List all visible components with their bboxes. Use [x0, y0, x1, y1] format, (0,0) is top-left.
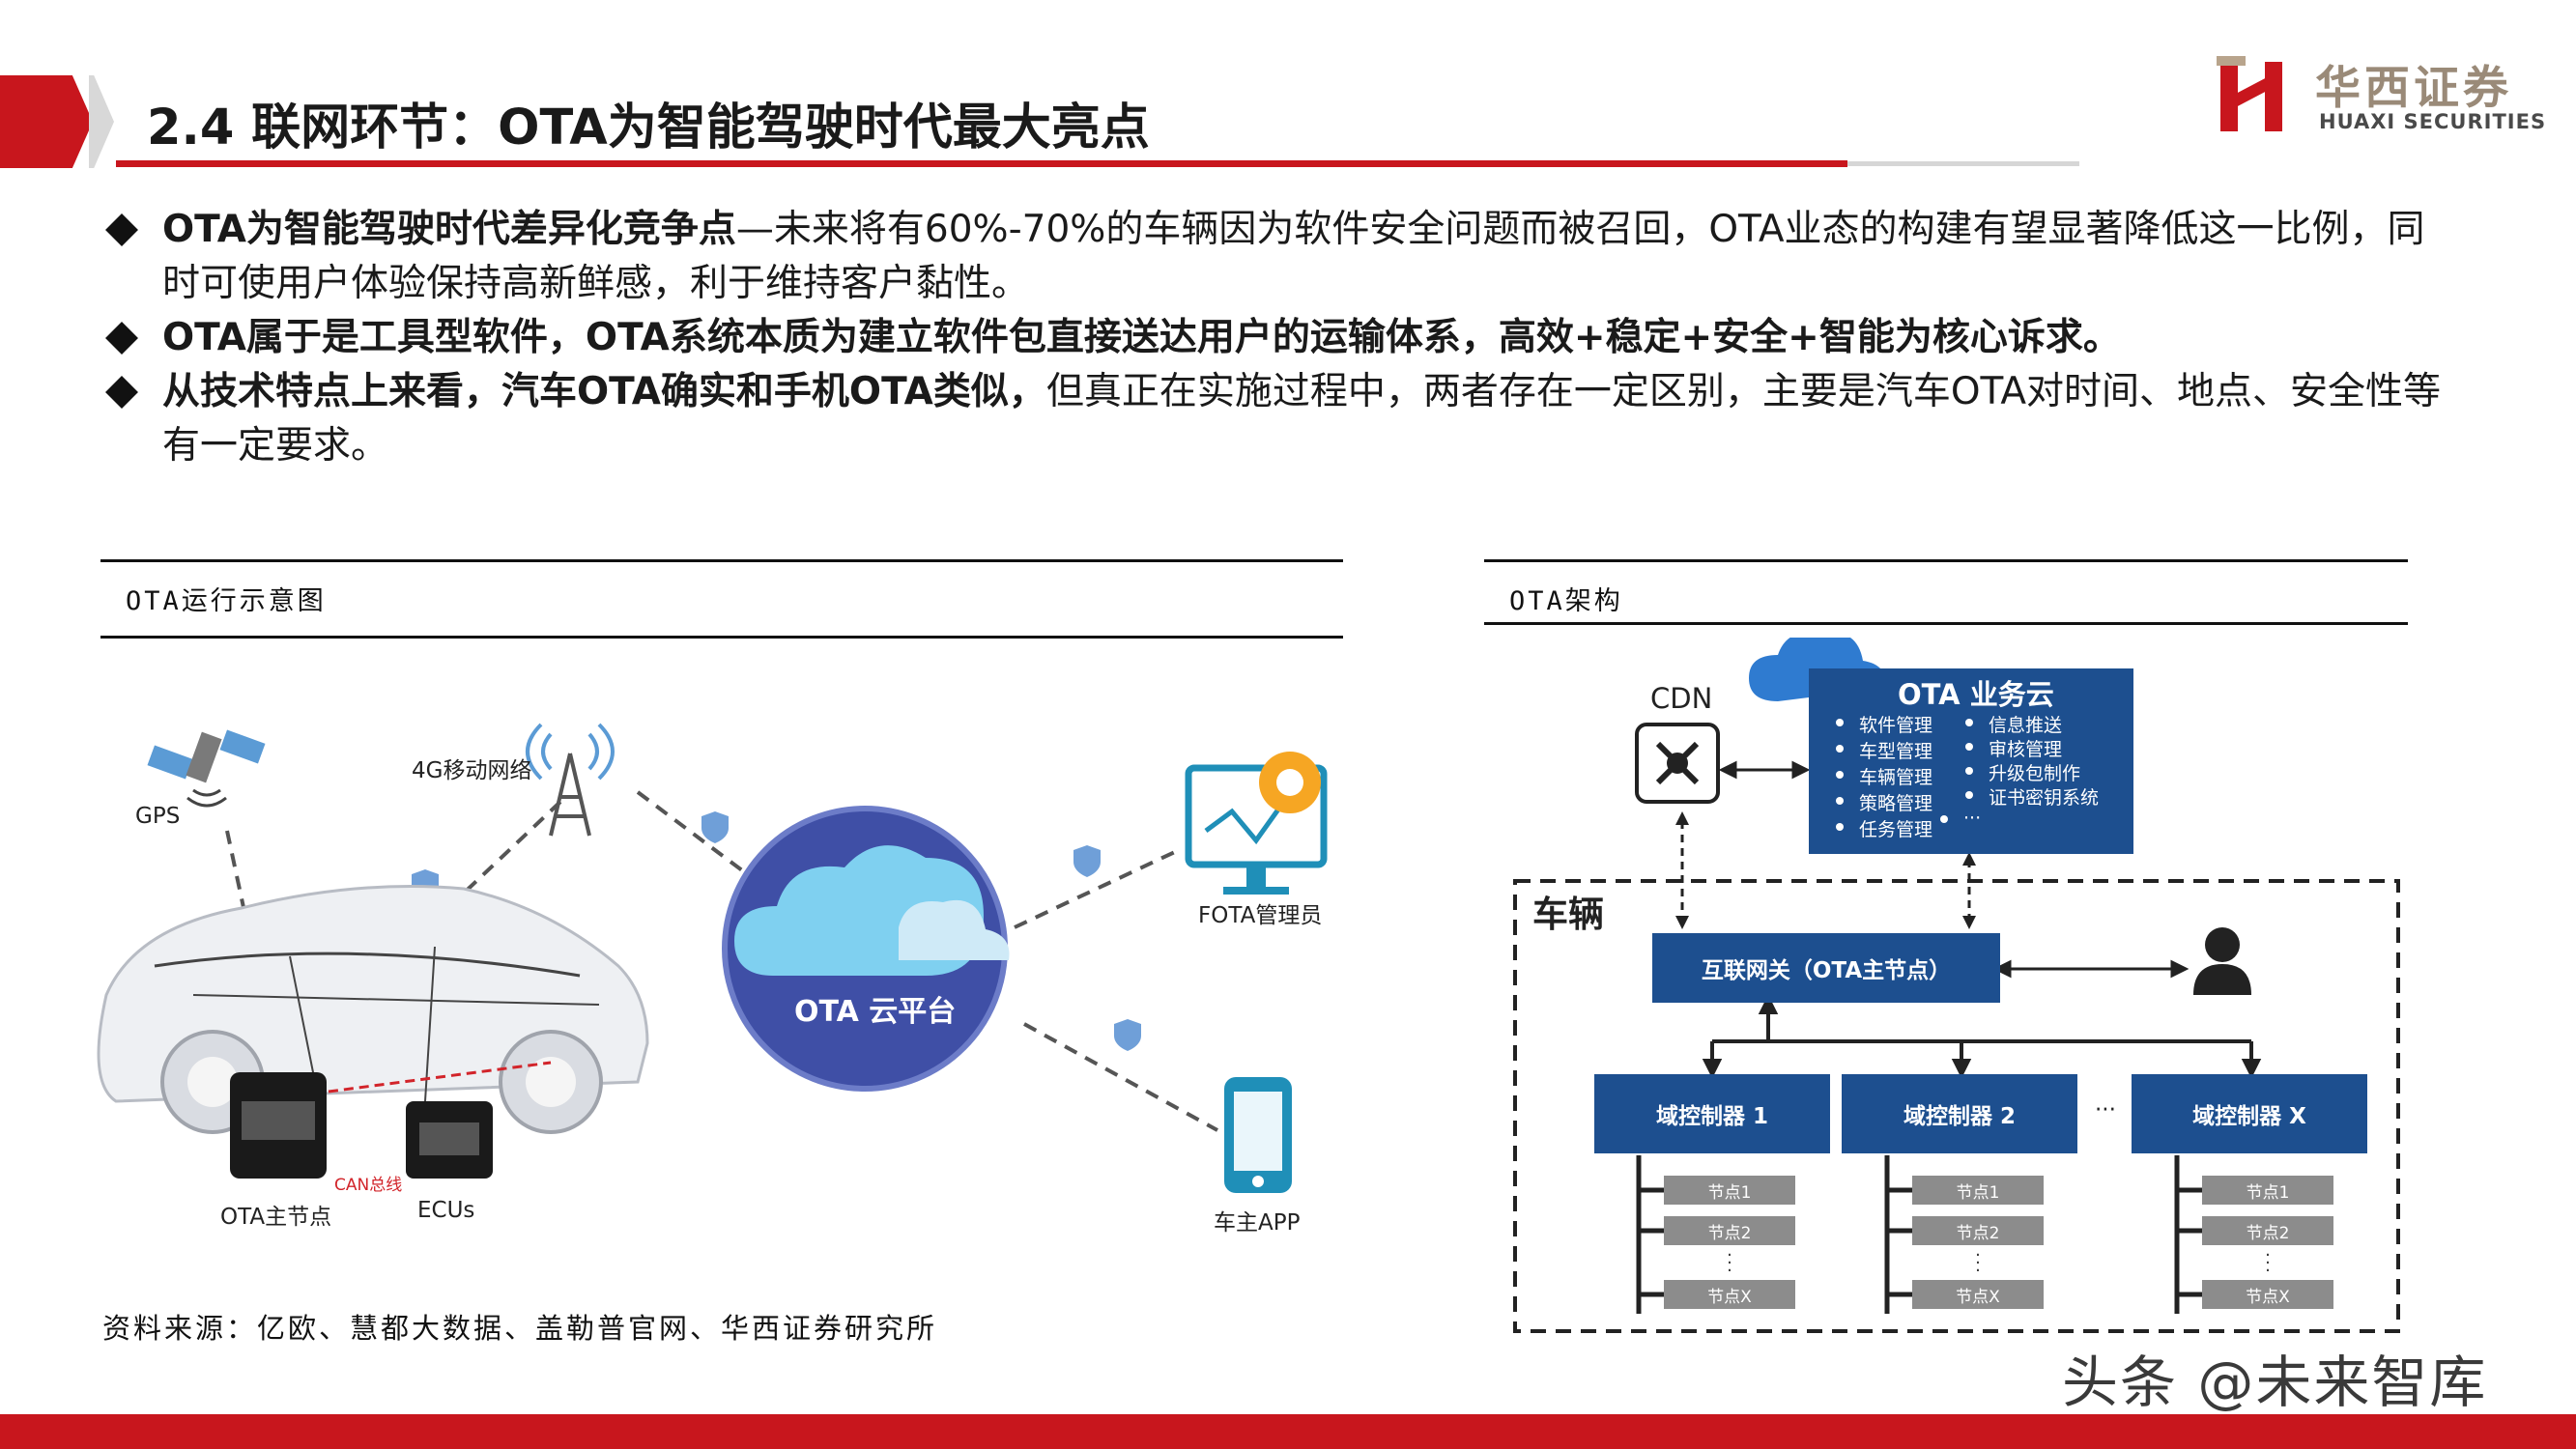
vertical-ellipsis: ···	[1975, 1245, 1981, 1281]
cloud-item: 审核管理	[1964, 735, 2062, 761]
ota-business-cloud-panel	[1809, 668, 2133, 854]
bullet-bold-text: OTA属于是工具型软件，OTA系统本质为建立软件包直接送达用户的运输体系，高效+…	[162, 316, 2121, 359]
header-red-tab	[0, 75, 93, 168]
left-figure-caption-rule	[100, 636, 1343, 639]
cloud-platform-label: OTA 云平台	[794, 995, 957, 1029]
fota-label: FOTA管理员	[1198, 903, 1323, 928]
person-icon	[2193, 927, 2251, 995]
bullet-list: OTA为智能驾驶时代差异化竞争点—未来将有60%-70%的车辆因为软件安全问题而…	[104, 203, 2462, 473]
bullet-bold-text: OTA为智能驾驶时代差异化竞争点	[162, 208, 736, 251]
node-box: 节点1	[1912, 1176, 2044, 1205]
node-box: 节点X	[2202, 1280, 2333, 1309]
ecus-label: ECUs	[417, 1198, 475, 1223]
network-node-icon	[1655, 741, 1700, 785]
node-box: 节点1	[2202, 1176, 2333, 1205]
cloud-item: 信息推送	[1964, 711, 2062, 737]
phone-icon	[1224, 1077, 1292, 1193]
bullet-text: 但真正在实施过程中，两者存在一定区别，主要是汽车OTA对时间、地点、安全性等有一…	[162, 370, 2442, 468]
cloud-platform	[722, 806, 1010, 1092]
ota-cloud-title: OTA 业务云	[1898, 678, 2054, 711]
vertical-ellipsis: ···	[1727, 1245, 1732, 1281]
page-title: 2.4 联网环节：OTA为智能驾驶时代最大亮点	[147, 99, 1150, 156]
title-underline-grey	[1847, 161, 2079, 166]
monitor-gear-icon	[1185, 752, 1328, 895]
bullet-item: OTA为智能驾驶时代差异化竞争点—未来将有60%-70%的车辆因为软件安全问题而…	[104, 203, 2462, 311]
cloud-item: 证书密钥系统	[1964, 783, 2099, 810]
ota-operation-diagram	[97, 723, 1328, 1193]
cloud-item: 策略管理	[1835, 789, 1932, 815]
bullet-item: OTA属于是工具型软件，OTA系统本质为建立软件包直接送达用户的运输体系，高效+…	[104, 311, 2462, 365]
cloud-item: 车辆管理	[1835, 763, 1932, 789]
vertical-ellipsis: ···	[2265, 1245, 2271, 1281]
gateway-box: 互联网关（OTA主节点）	[1652, 933, 2000, 1003]
shield-icon	[412, 811, 1141, 1051]
huaxi-logo-icon	[2217, 56, 2282, 131]
logo-text-cn: 华西证券	[2315, 62, 2512, 115]
node-box: 节点2	[1664, 1216, 1795, 1245]
cdn-label: CDN	[1650, 682, 1713, 715]
right-figure-caption-rule	[1484, 622, 2408, 625]
header-chevron	[89, 75, 114, 168]
signal-tower-icon	[526, 723, 615, 837]
ota-main-node-label: OTA主节点	[220, 1205, 332, 1230]
cloud-item-ellipsis: ···	[1939, 808, 1982, 829]
cloud-item: 车型管理	[1835, 737, 1932, 763]
node-box: 节点X	[1664, 1280, 1795, 1309]
diamond-bullet-icon	[105, 213, 138, 246]
node-box: 节点2	[2202, 1216, 2333, 1245]
domain-ellipsis: ···	[2095, 1097, 2116, 1122]
diamond-bullet-icon	[105, 322, 138, 355]
cloud-item: 软件管理	[1835, 711, 1932, 737]
diamond-bullet-icon	[105, 376, 138, 409]
bullet-item: 从技术特点上来看，汽车OTA确实和手机OTA类似，但真正在实施过程中，两者存在一…	[104, 365, 2462, 473]
source-note: 资料来源：亿欧、慧都大数据、盖勒普官网、华西证券研究所	[102, 1312, 938, 1345]
left-figure-top-rule	[100, 559, 1343, 562]
satellite-icon	[147, 729, 266, 808]
right-figure-top-rule	[1484, 559, 2408, 562]
logo-text-en: HUAXI SECURITIES	[2319, 110, 2547, 133]
app-label: 车主APP	[1214, 1210, 1301, 1236]
network-label: 4G移动网络	[412, 758, 532, 783]
domain-controller-1: 域控制器 1	[1594, 1074, 1830, 1153]
cloud-item: 任务管理	[1835, 815, 1932, 841]
cloud-item: 升级包制作	[1964, 759, 2080, 785]
vehicle-section-title: 车辆	[1532, 894, 1604, 935]
watermark: 头条 @未来智库	[2062, 1350, 2488, 1415]
bullet-text: —未来将有60%-70%的车辆因为软件安全问题而被召回，OTA业态的构建有望显著…	[162, 208, 2425, 305]
node-box: 节点1	[1664, 1176, 1795, 1205]
car-illustration	[97, 885, 649, 1179]
bullet-bold-text: 从技术特点上来看，汽车OTA确实和手机OTA类似，	[162, 370, 1046, 413]
node-box: 节点X	[1912, 1280, 2044, 1309]
right-figure-caption: OTA架构	[1509, 586, 1623, 616]
domain-controller-2: 域控制器 2	[1842, 1074, 2077, 1153]
gps-label: GPS	[135, 804, 181, 829]
left-figure-caption: OTA运行示意图	[126, 586, 327, 616]
can-bus-label: CAN总线	[334, 1176, 403, 1195]
title-underline-red	[116, 160, 1847, 167]
domain-controller-x: 域控制器 X	[2132, 1074, 2367, 1153]
node-box: 节点2	[1912, 1216, 2044, 1245]
footer-red-bar	[0, 1414, 2576, 1449]
